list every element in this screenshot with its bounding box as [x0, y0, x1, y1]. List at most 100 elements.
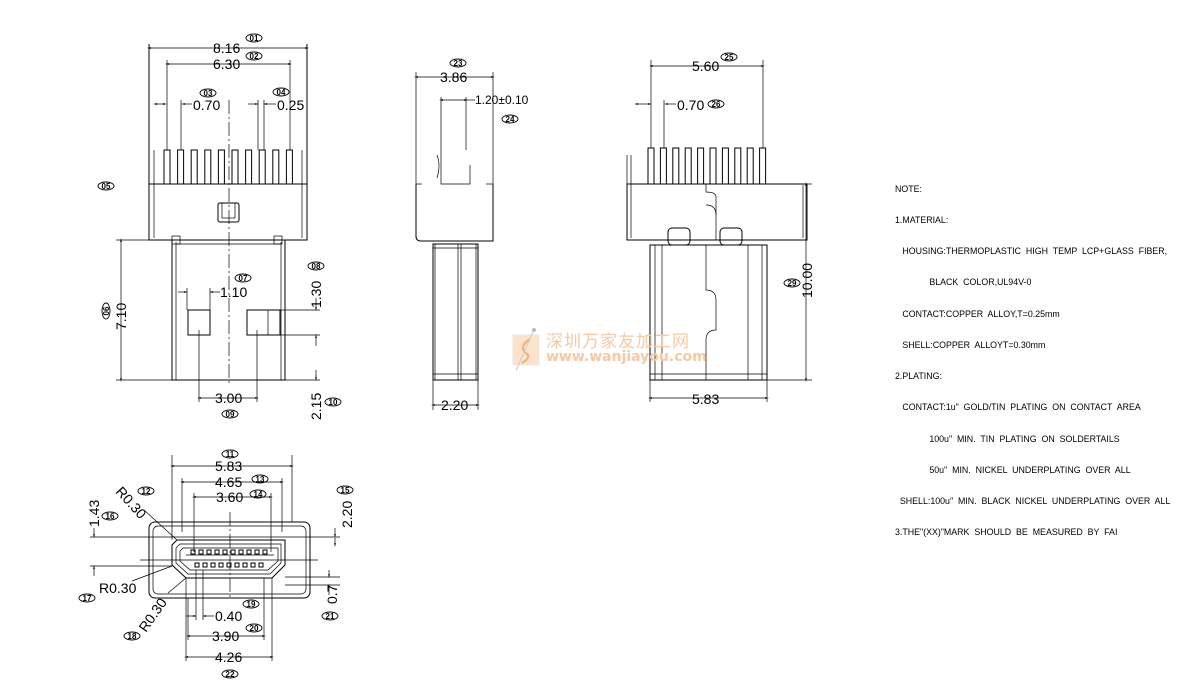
balloon-29: 29 [783, 278, 801, 288]
contact [254, 549, 260, 555]
svg-text:24: 24 [506, 115, 515, 124]
dim-height-2.20: 2.20 [339, 501, 355, 528]
watermark-chinese: 深圳万家友加工网 [546, 332, 690, 352]
front-pins [163, 149, 293, 185]
svg-text:23: 23 [454, 59, 463, 68]
dim-lip: 0.7 [324, 584, 340, 604]
watermark: 深圳万家友加工网 www.wanjiayou.com [510, 325, 707, 375]
pin [217, 149, 225, 185]
pin [163, 149, 171, 185]
contact [238, 549, 244, 555]
dim-window-position: 2.15 [308, 393, 324, 420]
svg-text:10: 10 [329, 398, 338, 407]
svg-text:12: 12 [142, 487, 151, 496]
contact [190, 549, 196, 555]
balloon-09: 09 [221, 409, 239, 419]
dim-plug-thickness: 2.20 [441, 397, 468, 413]
dim-offset: 1.20±0.10 [475, 93, 529, 107]
svg-text:16: 16 [106, 512, 115, 521]
pin [177, 149, 185, 185]
dim-contact-width: 3.60 [216, 489, 243, 505]
balloon-15: 15 [336, 485, 354, 495]
balloon-17: 17 [78, 593, 96, 603]
dim-plug-length: 7.10 [113, 303, 129, 330]
pin [672, 147, 680, 185]
balloon-07: 07 [234, 273, 252, 283]
note-line: NOTE: [895, 183, 922, 195]
pin [231, 149, 239, 185]
note-line: CONTACT:1u" GOLD/TIN PLATING ON CONTACT … [895, 402, 1141, 414]
svg-text:01: 01 [250, 34, 259, 43]
contact [202, 562, 208, 568]
note-line: 1.MATERIAL: [895, 215, 949, 227]
note-line: 3.THE"(XX)"MARK SHOULD BE MEASURED BY FA… [895, 527, 1118, 539]
dim-inner-width: 4.65 [215, 474, 242, 490]
pin [659, 147, 667, 185]
dim-pitch: 0.70 [677, 97, 704, 113]
pin [734, 147, 742, 185]
note-line: 50u" MIN. NICKEL UNDERPLATING OVER ALL [895, 464, 1131, 476]
watermark-url: www.wanjiayou.com [546, 349, 707, 365]
balloon-11: 11 [221, 449, 239, 459]
balloon-08: 08 [307, 261, 325, 271]
pin [759, 147, 767, 185]
svg-text:11: 11 [226, 450, 235, 459]
balloon-04: 04 [272, 87, 290, 97]
svg-text:08: 08 [312, 262, 321, 271]
svg-text:21: 21 [326, 612, 335, 621]
contact [230, 549, 236, 555]
contact [210, 562, 216, 568]
dim-pitch: 0.70 [193, 97, 220, 113]
balloon-01: 01 [245, 33, 263, 43]
end-view: 5.83 4.65 3.60 R0.30 1.43 2.20 0.7 R0.30… [78, 449, 355, 679]
balloon-03: 03 [199, 88, 217, 98]
contact [198, 549, 204, 555]
notes-block: NOTE: 1.MATERIAL: HOUSING:THERMOPLASTIC … [895, 164, 1170, 549]
note-line: 100u" MIN. TIN PLATING ON SOLDERTAILS [895, 433, 1120, 445]
dim-outer-width: 5.83 [215, 458, 242, 474]
contact [206, 549, 212, 555]
svg-text:18: 18 [128, 632, 137, 641]
svg-text:04: 04 [277, 88, 286, 97]
svg-text:13: 13 [256, 475, 265, 484]
pin [190, 149, 198, 185]
dim-plug-width: 5.83 [692, 391, 719, 407]
contact [246, 549, 252, 555]
balloon-05: 05 [97, 181, 115, 191]
balloon-21: 21 [321, 611, 339, 621]
dim-window-height: 1.30 [308, 281, 324, 308]
balloon-13: 13 [251, 474, 269, 484]
svg-text:14: 14 [254, 490, 263, 499]
pin [746, 147, 754, 185]
balloon-19: 19 [242, 599, 260, 609]
contact [242, 562, 248, 568]
contact [250, 562, 256, 568]
balloon-23: 23 [449, 58, 467, 68]
pin [721, 147, 729, 185]
contact [258, 562, 264, 568]
svg-text:19: 19 [247, 600, 256, 609]
balloon-14: 14 [249, 489, 267, 499]
svg-text:03: 03 [204, 89, 213, 98]
pin [647, 147, 655, 185]
watermark-logo-icon [512, 328, 540, 372]
dim-depth: 3.86 [440, 69, 467, 85]
contact [194, 562, 200, 568]
balloon-20: 20 [245, 623, 263, 633]
pin [245, 149, 253, 185]
note-line: 2.PLATING: [895, 371, 942, 383]
dim-radius-left: R0.30 [99, 580, 137, 596]
svg-text:02: 02 [250, 52, 259, 61]
contact [218, 562, 224, 568]
svg-text:29: 29 [788, 279, 797, 288]
pin [272, 149, 280, 185]
dim-lower-width: 3.90 [212, 628, 239, 644]
contact [262, 549, 268, 555]
svg-text:06: 06 [102, 306, 111, 315]
pin [684, 147, 692, 185]
note-line: HOUSING:THERMOPLASTIC HIGH TEMP LCP+GLAS… [895, 246, 1168, 258]
balloon-26: 26 [707, 99, 725, 109]
pin [258, 149, 266, 185]
balloon-02: 02 [245, 51, 263, 61]
